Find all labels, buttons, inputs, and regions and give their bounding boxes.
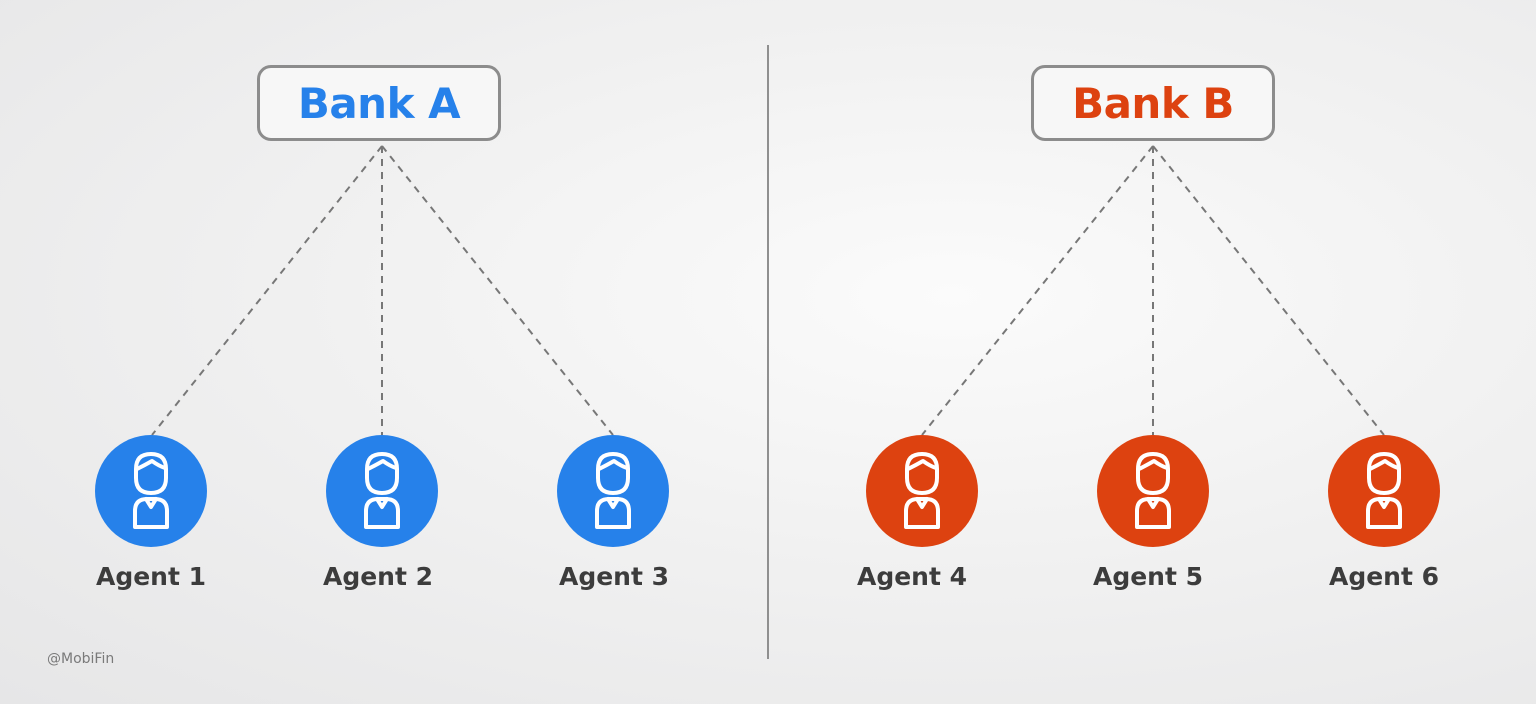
person-icon bbox=[1366, 452, 1402, 529]
person-icon bbox=[595, 452, 631, 529]
agent-2-avatar bbox=[326, 435, 438, 547]
bank-a-box: Bank A bbox=[257, 65, 501, 141]
watermark-text: @MobiFin bbox=[47, 651, 115, 667]
agent-6-avatar bbox=[1328, 435, 1440, 547]
person-icon bbox=[133, 452, 169, 529]
bank-a-label: Bank A bbox=[297, 78, 461, 128]
agent-6-label: Agent 6 bbox=[1328, 562, 1440, 591]
connector-bank-a-agent-1 bbox=[151, 145, 383, 436]
bank-b-label: Bank B bbox=[1072, 78, 1234, 128]
agent-3-label: Agent 3 bbox=[558, 562, 670, 591]
agent-1-avatar bbox=[95, 435, 207, 547]
connector-bank-a-agent-3 bbox=[381, 145, 614, 436]
bank-b-box: Bank B bbox=[1031, 65, 1275, 141]
agent-5-label: Agent 5 bbox=[1092, 562, 1204, 591]
connector-bank-b-agent-6 bbox=[1152, 145, 1385, 436]
agent-4-avatar bbox=[866, 435, 978, 547]
person-icon bbox=[1135, 452, 1171, 529]
agent-3-avatar bbox=[557, 435, 669, 547]
connector-bank-b-agent-4 bbox=[921, 145, 1154, 436]
agent-4-label: Agent 4 bbox=[856, 562, 968, 591]
agent-5-avatar bbox=[1097, 435, 1209, 547]
agent-2-label: Agent 2 bbox=[322, 562, 434, 591]
agent-1-label: Agent 1 bbox=[95, 562, 207, 591]
person-icon bbox=[904, 452, 940, 529]
person-icon bbox=[364, 452, 400, 529]
section-divider bbox=[767, 45, 769, 659]
